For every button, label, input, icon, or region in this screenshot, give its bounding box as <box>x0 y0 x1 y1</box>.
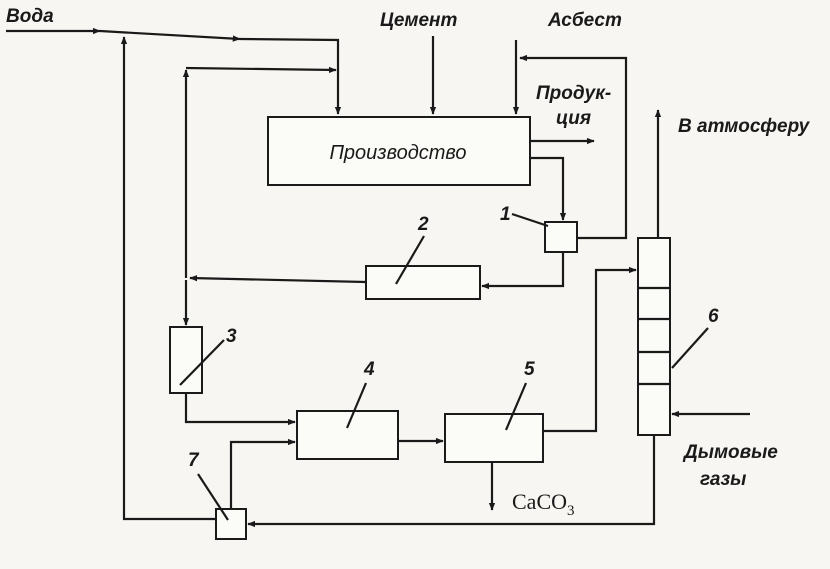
unit-7-number: 7 <box>188 450 200 471</box>
flue-gas-label-line1: Дымовые <box>682 442 778 463</box>
caco3-label: CaCO3 <box>512 489 575 519</box>
unit-7-box <box>215 508 247 540</box>
unit-3-box <box>169 326 203 394</box>
unit-5-box <box>444 413 544 463</box>
unit-4-number: 4 <box>363 359 375 380</box>
atmosphere-label: В атмосферу <box>678 116 811 137</box>
production-box <box>267 116 531 186</box>
unit3-to-unit4 <box>184 393 296 426</box>
unit-3-leader <box>179 339 225 386</box>
unit-5-leader <box>504 382 528 431</box>
unit-4-box <box>296 410 399 460</box>
unit-2-number: 2 <box>417 214 429 235</box>
unit-2-leader <box>395 235 425 285</box>
recycle-to-production <box>185 66 337 74</box>
production-label: Производство <box>329 142 466 164</box>
unit-1-box <box>544 221 578 253</box>
unit-3-number: 3 <box>226 326 237 347</box>
unit2-to-return-line <box>189 274 367 284</box>
production-to-unit1 <box>530 156 567 221</box>
water-label: Вода <box>6 6 54 27</box>
unit1-recycle-line <box>519 54 628 240</box>
product-label-line2: ция <box>556 108 591 129</box>
unit-6-number: 6 <box>708 306 719 327</box>
unit-1-leader <box>511 212 549 228</box>
unit-4-leader <box>345 382 368 429</box>
cement-label: Цемент <box>380 10 458 31</box>
water-main-line <box>99 29 241 42</box>
unit7-to-water-line <box>120 36 216 521</box>
unit-6-leader <box>671 327 709 369</box>
unit5-to-column6 <box>543 266 637 433</box>
unit-6-column <box>637 237 671 436</box>
asbestos-label: Асбест <box>547 10 622 31</box>
unit-7-leader <box>197 473 229 521</box>
product-label-line1: Продук- <box>536 83 611 104</box>
unit-2-box <box>365 265 481 300</box>
flue-gas-label-line2: газы <box>700 469 746 490</box>
water-to-production <box>239 37 342 115</box>
unit-5-number: 5 <box>524 359 535 380</box>
unit-1-number: 1 <box>500 204 511 225</box>
column6-to-unit7 <box>247 435 656 528</box>
unit1-to-unit2 <box>481 252 565 290</box>
unit7-to-unit4 <box>229 438 296 509</box>
